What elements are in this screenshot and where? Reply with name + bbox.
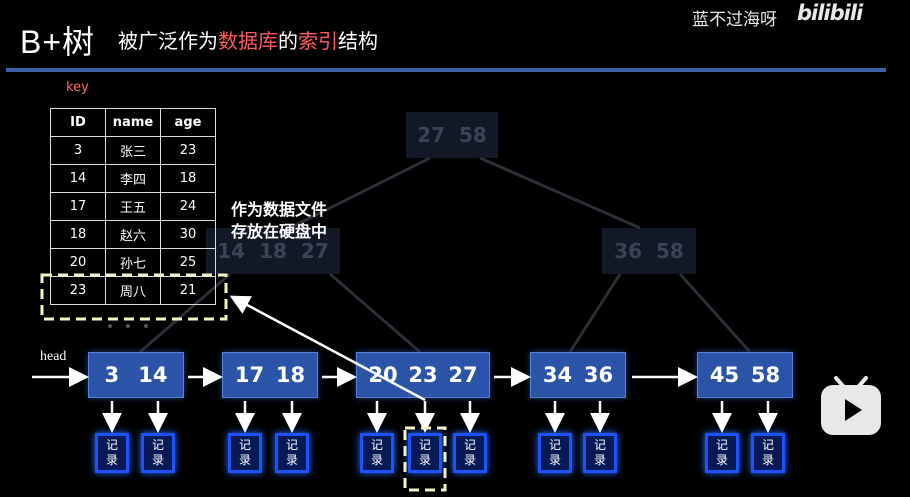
- table-cell: 17: [50, 192, 106, 221]
- uploader-watermark: 蓝不过海呀: [692, 10, 777, 30]
- leaf-node: 3 14: [88, 352, 184, 398]
- record-label: 记录: [761, 438, 774, 467]
- table-cell: 18: [50, 220, 106, 249]
- leaf-key: 14: [138, 363, 168, 387]
- table-cell: 3: [50, 136, 106, 165]
- record-box: 记录: [538, 433, 572, 473]
- ghost-right-node: 36 58: [602, 228, 696, 274]
- leaf-key: 36: [583, 363, 614, 387]
- subtitle-highlight-index: 索引: [298, 29, 338, 53]
- subtitle-part: 结构: [338, 29, 378, 53]
- table-cell: 30: [160, 220, 216, 249]
- record-label: 记录: [463, 438, 476, 467]
- ghost-key: 27: [417, 123, 445, 147]
- table-cell: 18: [160, 164, 216, 193]
- ghost-key: 18: [259, 239, 287, 263]
- table-cell: 王五: [105, 192, 161, 221]
- record-label: 记录: [548, 438, 561, 467]
- highlight-dashed-box: [40, 273, 228, 321]
- record-box: 记录: [275, 433, 309, 473]
- table-cell: 周八: [105, 276, 161, 305]
- note-line: 作为数据文件: [231, 200, 328, 219]
- key-label: key: [66, 80, 89, 95]
- record-label: 记录: [105, 438, 118, 467]
- leaf-key: 34: [542, 363, 573, 387]
- record-box: 记录: [228, 433, 262, 473]
- ghost-key: 58: [459, 123, 487, 147]
- bilibili-logo: bilibili: [797, 1, 863, 25]
- leaf-key: 58: [750, 363, 781, 387]
- head-label: head: [40, 349, 67, 364]
- annotation-note: 作为数据文件 存放在硬盘中: [231, 199, 327, 243]
- leaf-key: 45: [709, 363, 740, 387]
- table-cell: 赵六: [105, 220, 161, 249]
- table-cell: 21: [160, 276, 216, 305]
- play-icon[interactable]: [818, 375, 884, 439]
- leaf-key: 3: [104, 363, 120, 387]
- subtitle-highlight-database: 数据库: [218, 29, 278, 53]
- record-box: 记录: [583, 433, 617, 473]
- record-label: 记录: [151, 438, 164, 467]
- ghost-key: 14: [217, 239, 246, 263]
- ghost-root-node: 27 58: [406, 112, 498, 158]
- leaf-key: 18: [275, 363, 306, 387]
- leaf-node: 45 58: [697, 352, 793, 398]
- subtitle-part: 被广泛作为: [118, 29, 218, 53]
- record-label: 记录: [418, 438, 431, 467]
- record-box: 记录: [705, 433, 739, 473]
- record-label: 记录: [238, 438, 251, 467]
- table-cell: 24: [160, 192, 216, 221]
- record-label: 记录: [715, 438, 728, 467]
- pointer-arrow: [229, 295, 426, 402]
- record-label: 记录: [593, 438, 606, 467]
- ghost-key: 27: [300, 239, 329, 263]
- record-box: 记录: [751, 433, 785, 473]
- record-box: 记录: [141, 433, 175, 473]
- subtitle-part: 的: [278, 29, 298, 53]
- highlight-dashed-box: [403, 426, 447, 492]
- ghost-left-node: 14 18 27: [206, 228, 340, 274]
- ghost-key: 58: [656, 239, 684, 263]
- title-divider: [6, 68, 886, 72]
- record-label: 记录: [285, 438, 298, 467]
- leaf-key: 23: [408, 363, 438, 387]
- table-cell: 23: [50, 276, 106, 305]
- leaf-key: 27: [448, 363, 478, 387]
- record-box-highlighted: 记录: [408, 433, 442, 473]
- record-box: 记录: [95, 433, 129, 473]
- record-box: 记录: [453, 433, 487, 473]
- ghost-key: 36: [614, 239, 642, 263]
- column-header: name: [105, 108, 161, 137]
- record-label: 记录: [370, 438, 383, 467]
- slide-title: B+树: [20, 24, 96, 60]
- slide-subtitle: 被广泛作为数据库的索引结构: [118, 25, 378, 54]
- leaf-key: 17: [234, 363, 265, 387]
- note-line: 存放在硬盘中: [231, 222, 328, 241]
- record-box: 记录: [360, 433, 394, 473]
